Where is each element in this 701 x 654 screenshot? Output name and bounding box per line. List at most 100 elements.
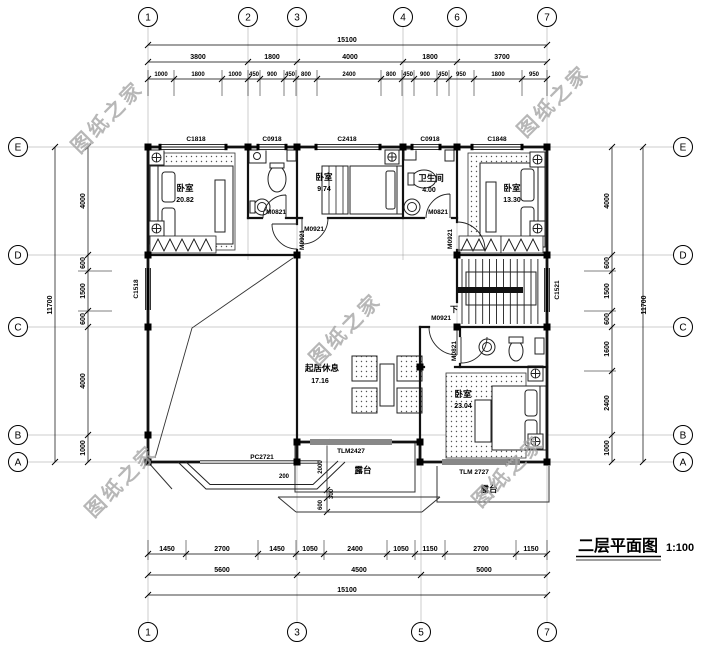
dim-text: 2400 (347, 546, 363, 553)
grid-label: 3 (294, 628, 300, 639)
grid-label: B (680, 431, 687, 442)
window-label: PC2721 (250, 454, 274, 461)
room-name: 卧室 (176, 183, 194, 193)
door-label: M0821 (451, 341, 458, 361)
dim-text: 900 (420, 72, 431, 78)
opening-labels: C1818 C0918 C2418 C0918 C1848 C1518 C152… (133, 136, 561, 476)
door-bedroom-ne (456, 221, 486, 251)
stair-handrail (457, 287, 523, 293)
dim-text: 300 (329, 488, 335, 499)
wardrobe-zigzags (149, 235, 544, 254)
pillow (385, 170, 396, 210)
wardrobe (321, 165, 349, 215)
room-name: 卧室 (315, 172, 333, 182)
room-area: 20.82 (176, 197, 194, 204)
door-label: M0921 (299, 230, 306, 250)
window-c1818 (160, 144, 226, 150)
door-label: M0821 (266, 209, 286, 216)
shelf (444, 149, 455, 162)
window-label: C1518 (133, 279, 140, 299)
dimensions-right: 11700 4000 600 1500 600 1600 2400 1000 (604, 193, 648, 456)
grid-label: 5 (418, 628, 424, 639)
toilet (508, 340, 524, 362)
dim-text: 1800 (422, 54, 438, 61)
void-roof-diagonals (154, 257, 294, 459)
staircase (457, 259, 539, 324)
nightstands (148, 149, 546, 450)
door-bedroom-nw (271, 223, 298, 250)
door-stair-hall (428, 326, 458, 356)
dimensions-terrace: 200 2000 300 600 (279, 460, 335, 510)
grid-label: D (679, 251, 686, 262)
dim-text: 11700 (47, 295, 54, 314)
watermark: 图纸之家 (512, 60, 594, 142)
windows (144, 143, 551, 490)
grid-label: 3 (294, 13, 300, 24)
grid-label: 7 (544, 13, 550, 24)
grid-label: A (680, 458, 687, 469)
door-bedroom-n (301, 217, 329, 245)
terrace-outlines (147, 442, 550, 513)
dim-text: 1000 (80, 440, 87, 456)
grid-label: 2 (245, 13, 251, 24)
door-bath2 (425, 193, 451, 219)
bench (474, 399, 492, 443)
dim-text: 2700 (473, 546, 489, 553)
dim-text: 1000 (604, 440, 611, 456)
room-name: 起居休息 (304, 363, 340, 373)
door-bath3 (460, 336, 488, 364)
coffee-table (379, 363, 395, 407)
dim-text: 4000 (342, 54, 358, 61)
dim-text: 1800 (264, 54, 280, 61)
grid-label: 6 (454, 13, 460, 24)
door-window-tlm2427 (310, 439, 392, 445)
dim-text: 1600 (604, 341, 611, 357)
dim-text: 2000 (318, 460, 324, 474)
dimensions-top: 15100 3800 1800 4000 1800 3700 1000 1800… (154, 37, 539, 78)
window-label: C0918 (420, 136, 440, 143)
grid-label: A (15, 458, 22, 469)
dim-text: 1800 (191, 72, 205, 78)
dim-text: 4000 (80, 193, 87, 209)
shelf (534, 337, 545, 355)
dim-text: 1000 (228, 72, 242, 78)
corner-eave-line (147, 461, 173, 490)
window-label: C2418 (337, 136, 357, 143)
door-label: M0921 (447, 229, 454, 249)
dim-text: 450 (285, 72, 296, 78)
room-area: 9.74 (317, 186, 331, 193)
dim-text: 800 (301, 72, 312, 78)
blanket-edge (214, 179, 226, 233)
grid-label: 1 (145, 628, 151, 639)
door-window-tlm2727 (442, 459, 520, 465)
shelf (403, 148, 417, 161)
pillow (524, 389, 538, 417)
door-bath1 (262, 194, 287, 219)
dim-text: 600 (604, 313, 611, 325)
dim-text: 1800 (491, 72, 505, 78)
dim-text: 600 (80, 257, 87, 269)
dim-text: 600 (80, 313, 87, 325)
window-jambs (158, 143, 524, 151)
dim-text: 5000 (476, 567, 492, 574)
dimensions-left: 11700 4000 600 1500 600 4000 1000 (47, 193, 87, 456)
window-c1848 (472, 144, 522, 150)
door-label: TLM 2727 (459, 469, 489, 476)
dimensions-bottom: 1450 2700 1450 1050 2400 1050 1150 2700 … (159, 546, 538, 594)
armchair (396, 387, 423, 414)
dim-text: 450 (438, 72, 449, 78)
dim-text: 1500 (80, 283, 87, 299)
blanket-edge (485, 181, 497, 233)
drawing-title: 二层平面图 (578, 537, 658, 555)
room-name: 露台 (480, 484, 498, 494)
dim-text: 2700 (214, 546, 230, 553)
window-c0918-a (258, 144, 286, 150)
room-area: 13.30 (503, 197, 521, 204)
dim-text: 2400 (604, 395, 611, 411)
drawing-scale: 1:100 (666, 542, 694, 554)
pillow (161, 171, 176, 203)
dim-text: 950 (529, 72, 540, 78)
armchair (351, 387, 378, 414)
